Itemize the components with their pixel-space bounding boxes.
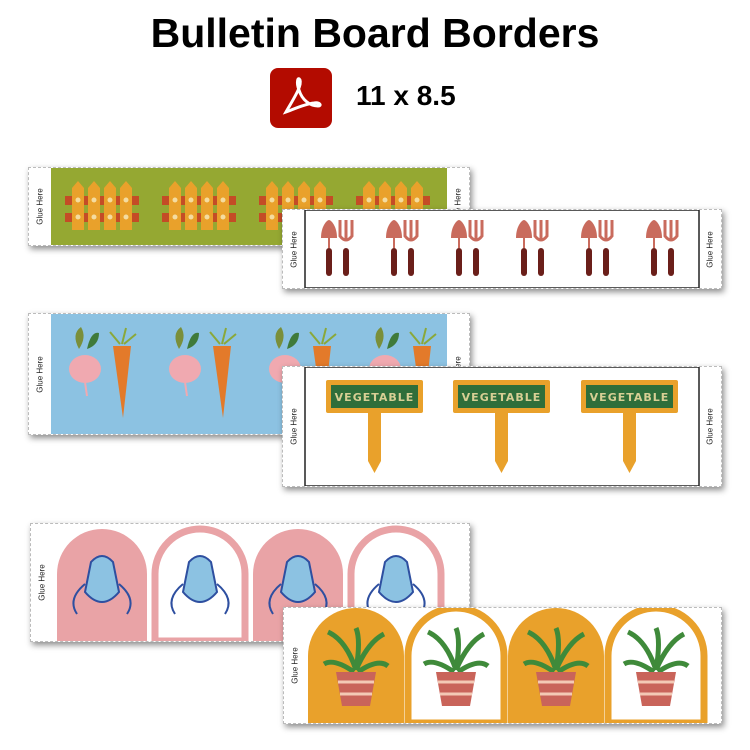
- potted-plant-arch: [404, 608, 508, 723]
- fence-icon: [65, 181, 139, 230]
- svg-text:VEGETABLE: VEGETABLE: [590, 391, 670, 404]
- trowel-fork-icon: [451, 220, 484, 276]
- trowel-fork-icon: [386, 220, 419, 276]
- apron-arch: [151, 525, 249, 641]
- trowel-fork-icon: [321, 220, 354, 276]
- vegetable-sign: VEGETABLE: [581, 380, 678, 473]
- potted-plant-arch: [604, 608, 708, 723]
- border-artwork: VEGETABLE VEGETABLE VEGETABLE: [304, 367, 700, 486]
- beet-carrot-icon: [169, 327, 237, 418]
- potted-plant-arch: [508, 608, 604, 723]
- border-artwork: [51, 168, 447, 245]
- size-label: 11 x 8.5: [356, 80, 456, 111]
- potted-plant-arch: [308, 608, 404, 723]
- plant-arch-border-strip: Glue Here: [283, 607, 722, 724]
- border-artwork: [304, 210, 700, 288]
- trowel-fork-icon: [516, 220, 549, 276]
- fence-icon: [162, 181, 236, 230]
- pdf-icon: [270, 68, 332, 128]
- trowel-fork-icon: [646, 220, 679, 276]
- vegetable-sign: VEGETABLE: [453, 380, 550, 473]
- svg-text:VEGETABLE: VEGETABLE: [335, 391, 415, 404]
- svg-text:VEGETABLE: VEGETABLE: [462, 391, 542, 404]
- beet-carrot-icon: [69, 327, 137, 418]
- trowel-fork-icon: [581, 220, 614, 276]
- border-artwork: [306, 608, 708, 723]
- page-title: Bulletin Board Borders: [150, 10, 600, 56]
- apron-arch: [57, 529, 147, 641]
- vegetable-sign: VEGETABLE: [326, 380, 423, 473]
